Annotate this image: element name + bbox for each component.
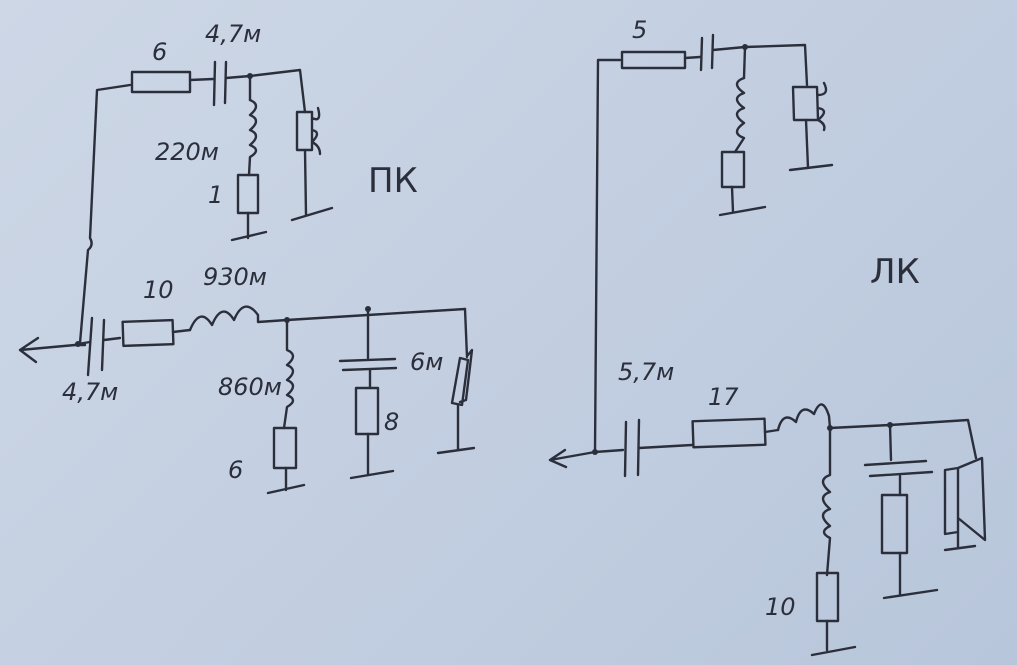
label-resistor: 10 <box>765 593 796 621</box>
resistor-8 <box>354 386 380 436</box>
inductor <box>733 76 746 154</box>
resistor-1 <box>236 173 260 215</box>
input-arrow <box>18 336 77 364</box>
label-resistor: 6 <box>152 38 167 66</box>
feed-wire <box>73 83 132 347</box>
inductor-930 <box>188 305 467 332</box>
label-capacitor: 4,7м <box>205 20 261 48</box>
resistor-5 <box>620 50 687 70</box>
capacitor-4-7-input <box>86 316 106 377</box>
inductor-860 <box>282 318 295 430</box>
ground <box>349 432 395 480</box>
inductor <box>776 403 978 460</box>
ground <box>810 619 857 657</box>
capacitor <box>699 33 715 72</box>
tweeter-speaker <box>791 81 828 132</box>
label-resistor: 8 <box>384 408 399 436</box>
ground <box>882 551 939 600</box>
capacitor-5-7 <box>623 418 641 478</box>
rc-capacitor <box>338 357 398 372</box>
ground <box>943 530 977 552</box>
left-channel-circuit: 5 ЛК 5,7м 17 10 <box>548 16 987 657</box>
label-inductor: 930м <box>203 263 267 291</box>
resistor <box>720 150 746 189</box>
ground <box>436 403 476 455</box>
label-speaker: 6м <box>410 348 443 376</box>
feed-wire <box>593 58 622 454</box>
label-inductor: 220м <box>155 138 219 166</box>
ground <box>230 211 268 242</box>
label-resistor: 5 <box>632 16 647 44</box>
resistor-17 <box>691 417 767 449</box>
ground <box>266 466 306 495</box>
woofer-speaker <box>943 456 987 542</box>
channel-label: ПК <box>368 161 418 201</box>
label-resistor: 17 <box>708 383 739 411</box>
resistor-10 <box>815 571 840 623</box>
ground <box>290 148 334 222</box>
ground <box>788 118 834 172</box>
inductor-220 <box>247 98 258 177</box>
resistor-10 <box>121 318 175 348</box>
woofer-speaker <box>450 307 474 407</box>
label-inductor: 860м <box>218 373 282 401</box>
ground <box>718 185 767 217</box>
capacitor-4-7 <box>212 60 228 107</box>
tweeter-speaker <box>295 106 322 156</box>
resistor-6-shunt <box>272 426 298 470</box>
rc-capacitor <box>863 459 934 478</box>
resistor-6 <box>130 70 192 94</box>
input-arrow <box>548 448 597 469</box>
resistor <box>880 493 909 555</box>
right-channel-circuit: 6 4,7м 220м 1 ПК 4,7м 10 930м 860м 6 8 6… <box>18 20 476 495</box>
label-capacitor: 5,7м <box>618 358 674 386</box>
inductor-shunt <box>821 426 832 577</box>
label-resistor: 1 <box>208 181 223 209</box>
label-resistor: 10 <box>143 276 174 304</box>
channel-label: ЛК <box>870 252 920 292</box>
label-capacitor: 4,7м <box>62 378 118 406</box>
label-resistor: 6 <box>228 456 243 484</box>
